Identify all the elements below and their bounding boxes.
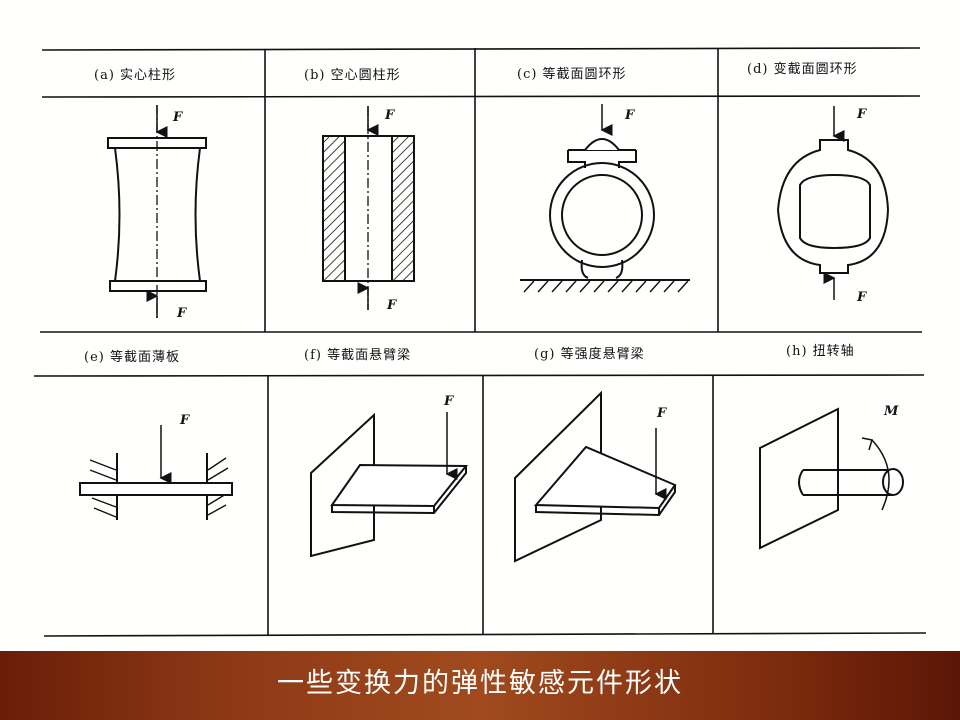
shape-g-equal-strength-cantilever [514,390,677,563]
caption-b: (b) 空心圆柱形 [304,68,401,83]
force-label-c: F [625,108,635,123]
force-label-d-bottom: F [857,290,867,305]
caption-h: (h) 扭转轴 [786,344,855,359]
shape-h-torsion-shaft [759,407,904,550]
shape-c-ring [520,104,690,293]
force-label-b-bottom: F [387,298,397,313]
caption-e: (e) 等截面薄板 [84,350,180,365]
caption-c: (c) 等截面圆环形 [517,67,627,82]
force-label-d-top: F [857,107,867,122]
force-label-a-bottom: F [177,306,187,321]
shape-b-hollow-cylinder [322,106,415,310]
force-label-e: F [180,413,190,428]
caption-f: (f) 等截面悬臂梁 [304,348,412,363]
force-label-a-top: F [173,110,183,125]
shape-d-variable-ring [776,106,890,300]
caption-g: (g) 等强度悬臂梁 [534,347,645,362]
slide-title: 一些变换力的弹性敏感元件形状 [277,668,683,699]
table-grid [33,47,927,637]
force-label-f: F [444,394,454,409]
force-label-b-top: F [385,108,395,123]
shape-e-thin-plate [79,425,233,520]
footer-banner: 一些变换力的弹性敏感元件形状 [0,651,960,720]
shape-f-cantilever [310,412,469,558]
caption-d: (d) 变截面圆环形 [747,62,858,77]
caption-a: (a) 实心柱形 [94,68,177,83]
figure-diagram [33,47,927,637]
moment-label-h: M [884,404,899,419]
shape-a-solid-cylinder [107,105,207,320]
force-label-g: F [657,406,667,421]
